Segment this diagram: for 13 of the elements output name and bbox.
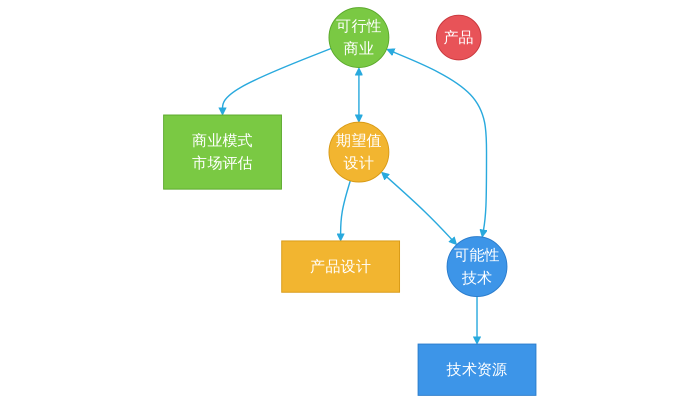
node-circle: 可能性 技术 bbox=[446, 236, 508, 298]
arrow bbox=[218, 48, 332, 116]
arrow bbox=[336, 180, 352, 242]
node-circle: 可行性 商业 bbox=[328, 7, 390, 68]
node-box: 产品设计 bbox=[281, 240, 400, 293]
node-box: 技术资源 bbox=[418, 344, 537, 396]
node-box: 商业模式 市场评估 bbox=[163, 114, 282, 190]
node-circle: 期望值 设计 bbox=[328, 122, 390, 182]
arrow bbox=[473, 296, 482, 344]
node-circle: 产品 bbox=[436, 14, 482, 60]
arrow bbox=[381, 172, 458, 246]
arrow bbox=[354, 67, 364, 122]
arrow bbox=[386, 48, 488, 238]
